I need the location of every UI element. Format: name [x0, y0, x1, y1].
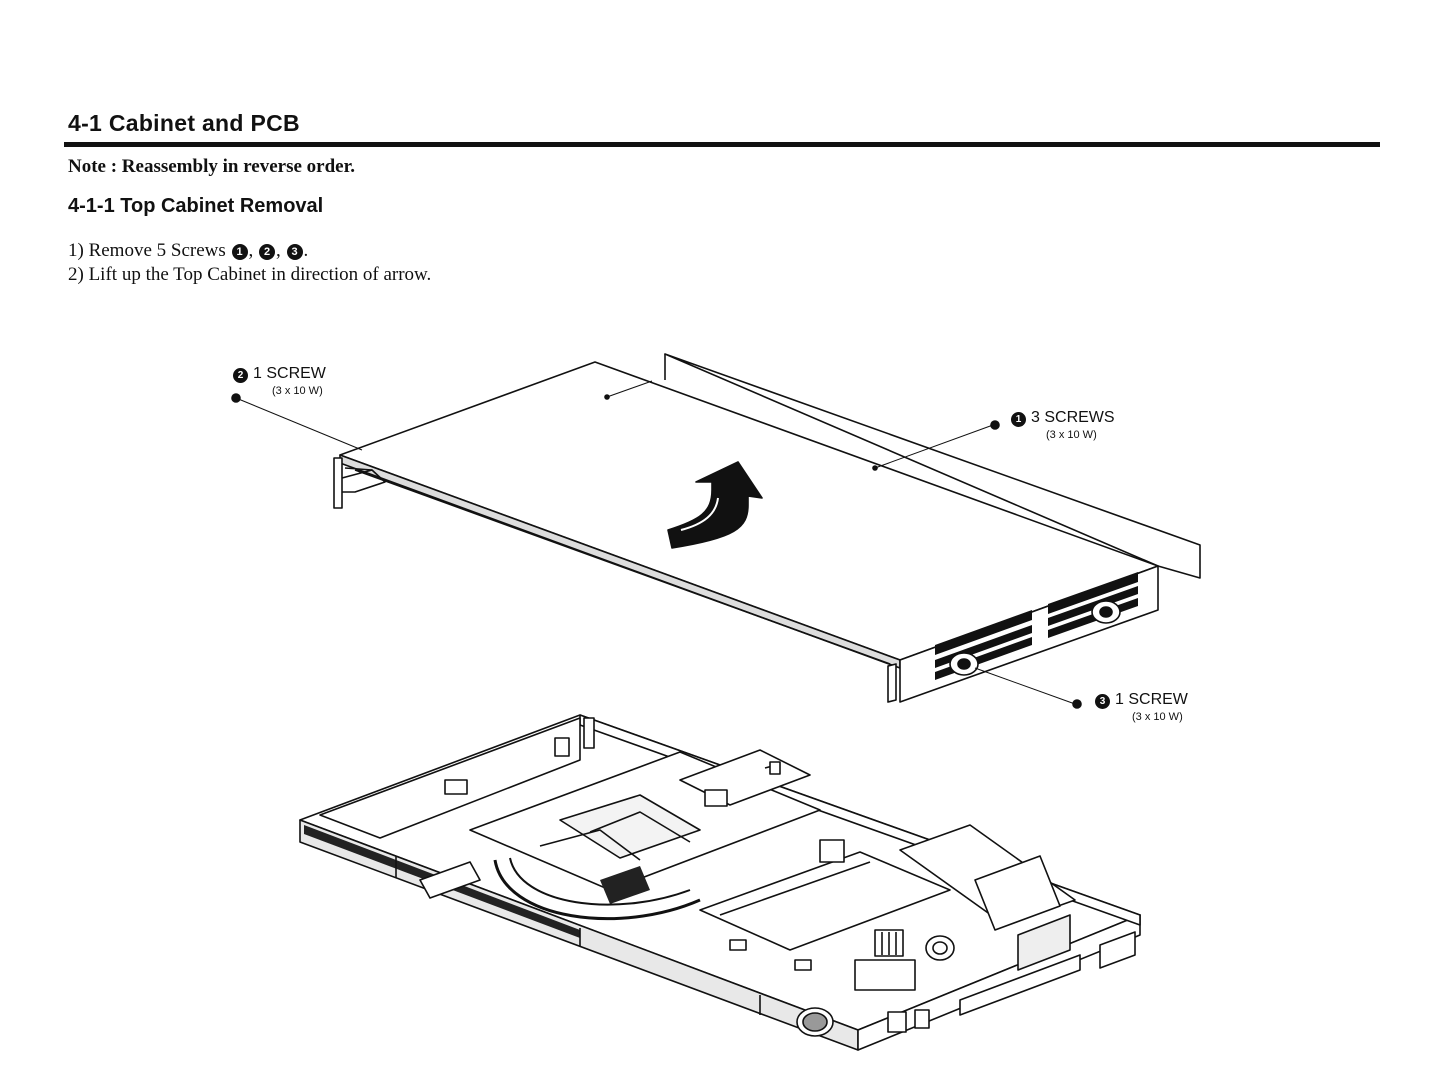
- title-rule: [64, 142, 1380, 147]
- section-title: 4-1 Cabinet and PCB: [68, 110, 300, 136]
- marker-1-icon: 1: [1011, 412, 1026, 427]
- comma: ,: [276, 240, 281, 261]
- step-2: 2) Lift up the Top Cabinet in direction …: [68, 264, 432, 285]
- lift-arrow-icon: [667, 461, 763, 549]
- comma: ,: [248, 240, 254, 261]
- note-text: Note : Reassembly in reverse order.: [68, 156, 356, 177]
- screw-1-icon: [990, 420, 1000, 430]
- callout-label: 3 SCREWS: [1031, 409, 1115, 426]
- subsection-title: 4-1-1 Top Cabinet Removal: [68, 195, 324, 217]
- screw-3-icon: [1072, 699, 1082, 709]
- step-1-suffix: .: [303, 240, 309, 261]
- marker-3-icon: 3: [286, 244, 303, 260]
- marker-1-icon: 1: [231, 244, 248, 260]
- step-1-text: 1) Remove 5 Screws: [68, 240, 226, 261]
- callout-screw-1: 1 3 SCREWS (3 x 10 W): [1010, 410, 1115, 441]
- callout-label: 1 SCREW: [1115, 691, 1188, 708]
- callout-spec: (3 x 10 W): [1132, 711, 1183, 723]
- marker-2-icon: 2: [259, 244, 276, 260]
- top-cabinet: [333, 353, 1201, 703]
- step-1: 1) Remove 5 Screws 1, 2, 3.: [68, 240, 308, 262]
- marker-3-icon: 3: [1095, 694, 1110, 709]
- callout-label: 1 SCREW: [253, 365, 326, 382]
- marker-2-icon: 2: [233, 368, 248, 383]
- callout-spec: (3 x 10 W): [1046, 429, 1097, 441]
- callout-spec: (3 x 10 W): [272, 385, 323, 397]
- screw-2-icon: [231, 393, 241, 403]
- callout-screw-3: 3 1 SCREW (3 x 10 W): [1094, 692, 1188, 723]
- callout-screw-2: 2 1 SCREW (3 x 10 W): [232, 366, 326, 397]
- chassis: [299, 714, 1141, 1051]
